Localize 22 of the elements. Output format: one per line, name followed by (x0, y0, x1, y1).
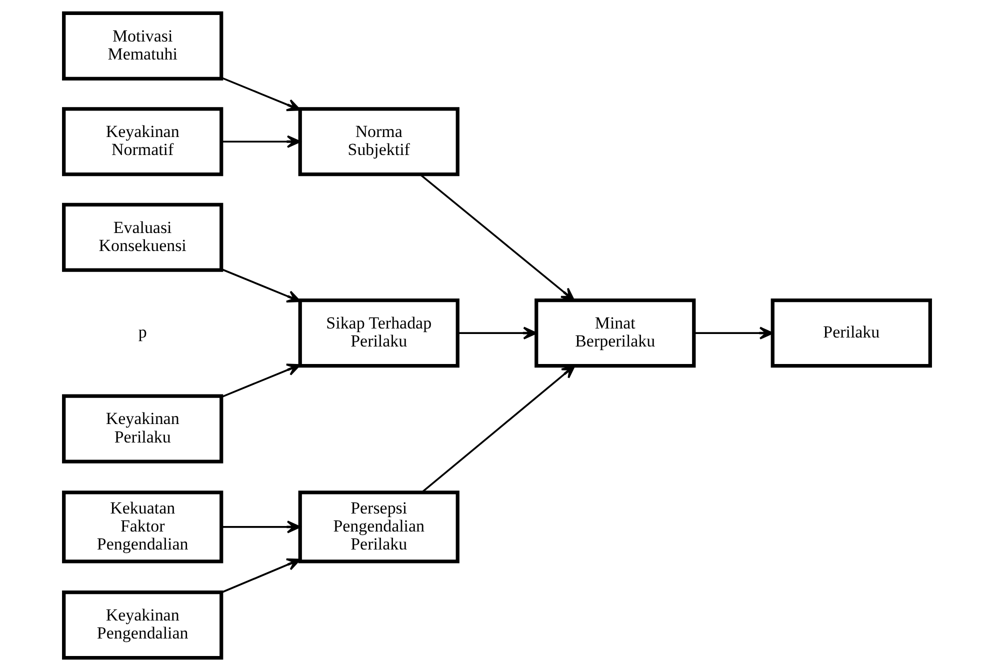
node-box: Keyakinan Pengendalian (62, 590, 224, 660)
arrow (221, 364, 301, 398)
node-box: Persepsi Pengendalian Perilaku (298, 490, 460, 564)
node-box: Motivasi Mematuhi (62, 11, 224, 80)
node-box: Perilaku (770, 298, 932, 368)
node-box: Minat Berperilaku (534, 298, 696, 368)
arrow (221, 268, 301, 303)
node-box: Evaluasi Konsekuensi (62, 202, 224, 272)
arrow (420, 174, 575, 302)
arrow (458, 326, 537, 340)
node-box: Keyakinan Normatif (62, 107, 224, 176)
node-box: Norma Subjektif (298, 107, 460, 176)
arrow (421, 364, 576, 493)
arrow (694, 326, 774, 340)
arrow (221, 558, 301, 594)
arrow (221, 76, 301, 112)
arrow (222, 135, 301, 148)
node-box: Keyakinan Perilaku (62, 394, 224, 464)
label: p (138, 322, 147, 342)
arrow (222, 520, 301, 534)
node-box: Kekuatan Faktor Pengendalian (62, 490, 224, 564)
node-box: Sikap Terhadap Perilaku (298, 298, 460, 368)
